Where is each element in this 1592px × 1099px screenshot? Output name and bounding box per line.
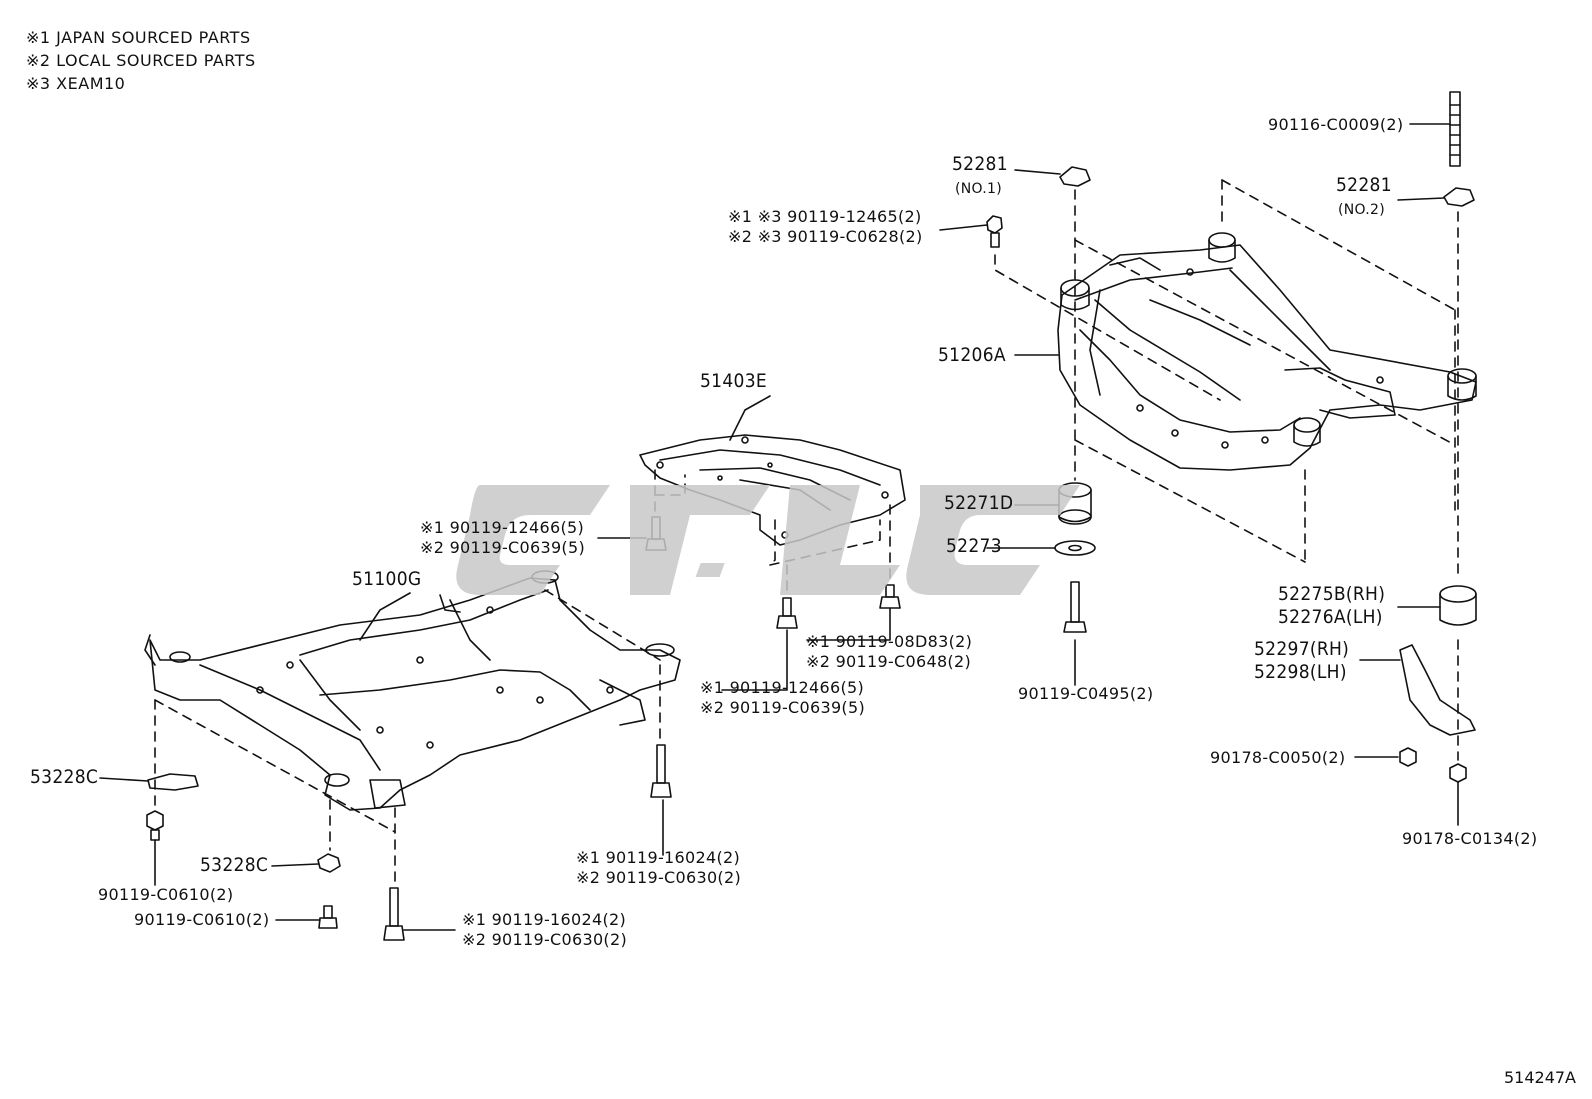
stopper-52281-no2-drawing [1443,187,1475,207]
label-52297-rh[interactable]: 52297(RH) [1254,638,1350,660]
bushing-52275B-drawing [1439,585,1477,626]
stud-90116-drawing [1449,91,1461,167]
label-52275B-rh[interactable]: 52275B(RH) [1278,583,1386,605]
label-52281-no2[interactable]: 52281 [1336,174,1392,196]
label-52281-no1-sub: (NO.1) [955,181,1003,197]
label-90119-C0648[interactable]: ※2 90119-C0648(2) [806,652,971,671]
bolt-C0610-a-drawing [146,810,164,841]
bolt-C0610-b-drawing [318,905,338,929]
watermark-logo [456,485,1080,595]
label-90119-C0630-b[interactable]: ※2 90119-C0630(2) [462,930,627,949]
nut-C0050-drawing [1399,747,1417,767]
bolt-12466-mid-drawing [776,597,798,629]
label-90119-08D83[interactable]: ※1 90119-08D83(2) [806,632,973,651]
label-51206A[interactable]: 51206A [938,344,1006,366]
label-90119-12466-top[interactable]: ※1 90119-12466(5) [420,518,585,537]
sourcing-legend: ※1 JAPAN SOURCED PARTS ※2 LOCAL SOURCED … [26,26,256,95]
label-90119-C0495[interactable]: 90119-C0495(2) [1018,684,1154,703]
label-53228C-a[interactable]: 53228C [30,766,99,788]
subframe-51100G-drawing [144,570,681,811]
bolt-16024-a-drawing [650,744,672,798]
label-90116-C0009[interactable]: 90116-C0009(2) [1268,115,1404,134]
label-90119-C0628[interactable]: ※2 ※3 90119-C0628(2) [728,227,923,246]
label-90119-C0610-a[interactable]: 90119-C0610(2) [98,885,234,904]
bolt-16024-b-drawing [383,887,405,941]
bolt-08D83-drawing [879,584,901,609]
label-90119-C0610-b[interactable]: 90119-C0610(2) [134,910,270,929]
label-52281-no2-sub: (NO.2) [1338,202,1386,218]
label-90119-16024-b[interactable]: ※1 90119-16024(2) [462,910,627,929]
bolt-12465-drawing [986,215,1003,248]
label-51100G[interactable]: 51100G [352,568,422,590]
label-53228C-b[interactable]: 53228C [200,854,269,876]
plate-53228C-b-drawing [317,853,341,873]
bolt-C0495-drawing [1063,581,1087,633]
label-90119-12466-mid[interactable]: ※1 90119-12466(5) [700,678,865,697]
label-90178-C0050[interactable]: 90178-C0050(2) [1210,748,1346,767]
label-51403E[interactable]: 51403E [700,370,767,392]
bracket-52297-drawing [1399,644,1476,736]
label-90178-C0134[interactable]: 90178-C0134(2) [1402,829,1538,848]
diagram-reference-code: 514247A [1503,1068,1576,1087]
leader-lines [99,123,1459,931]
legend-item-local: ※2 LOCAL SOURCED PARTS [26,51,256,70]
legend-item-japan: ※1 JAPAN SOURCED PARTS [26,28,251,47]
label-52273[interactable]: 52273 [946,535,1002,557]
label-90119-C0639-mid[interactable]: ※2 90119-C0639(5) [700,698,865,717]
label-90119-12465[interactable]: ※1 ※3 90119-12465(2) [728,207,922,226]
label-52298-lh[interactable]: 52298(LH) [1254,661,1347,683]
label-52271D[interactable]: 52271D [944,492,1014,514]
subframe-51206A-drawing [1057,232,1477,471]
label-90119-C0639-top[interactable]: ※2 90119-C0639(5) [420,538,585,557]
nut-C0134-drawing [1449,763,1467,783]
plate-53228C-a-drawing [147,773,199,791]
legend-item-xeam10: ※3 XEAM10 [26,74,126,93]
label-90119-16024-a[interactable]: ※1 90119-16024(2) [576,848,741,867]
label-90119-C0630-a[interactable]: ※2 90119-C0630(2) [576,868,741,887]
label-52281-no1[interactable]: 52281 [952,153,1008,175]
label-52276A-lh[interactable]: 52276A(LH) [1278,606,1383,628]
stopper-52281-no1-drawing [1059,166,1091,187]
